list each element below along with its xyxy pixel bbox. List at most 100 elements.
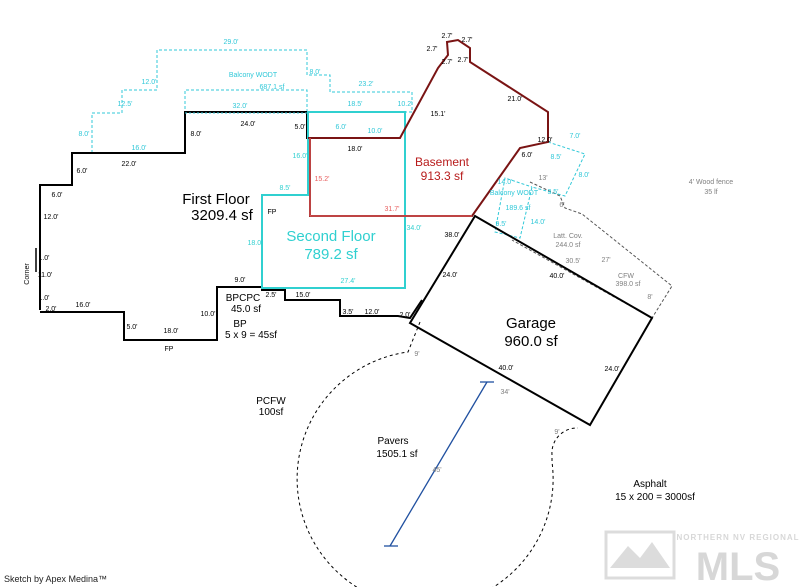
dim-label: 7.0' bbox=[569, 133, 580, 140]
dim-label: 45' bbox=[432, 467, 441, 474]
mls-watermark-main: MLS bbox=[696, 545, 780, 587]
latt-cov-name: Latt. Cov. bbox=[553, 233, 582, 240]
dim-label: 6.0' bbox=[51, 192, 62, 199]
wood-fence-name: 4' Wood fence bbox=[689, 179, 734, 186]
dim-label: 8.0' bbox=[78, 131, 89, 138]
balcony-top-outline bbox=[91, 49, 413, 154]
dim-label: 12.0' bbox=[365, 309, 380, 316]
mountain-icon bbox=[610, 542, 670, 568]
basement-name: Basement bbox=[415, 155, 470, 169]
dim-label: 9' bbox=[414, 351, 419, 358]
dim-label: 6.0' bbox=[76, 168, 87, 175]
dim-label: 5.0' bbox=[126, 324, 137, 331]
bp-area: 5 x 9 = 45sf bbox=[225, 330, 277, 341]
dim-label: 9' bbox=[554, 429, 559, 436]
second-floor-name: Second Floor bbox=[286, 228, 375, 245]
dim-label: 2.5' bbox=[265, 292, 276, 299]
dim-label: 18.0' bbox=[164, 328, 179, 335]
dim-label: 6.0' bbox=[521, 152, 532, 159]
dim-label: 1.0' bbox=[38, 295, 49, 302]
dim-label: 2.7' bbox=[441, 33, 452, 40]
dim-label: 38.0' bbox=[445, 232, 460, 239]
pavers-radius-line bbox=[389, 381, 488, 547]
dim-label: 9.5' bbox=[495, 221, 506, 228]
balcony-right-name: Balcony WODT bbox=[490, 190, 539, 197]
dim-label: 9.0' bbox=[234, 277, 245, 284]
dim-label: 3.5' bbox=[342, 309, 353, 316]
balcony-right-area: 189.6 sf bbox=[506, 205, 531, 212]
first-floor-east-wing bbox=[261, 287, 423, 320]
latt-cov-area: 244.0 sf bbox=[556, 242, 581, 249]
dim-label: 40.0' bbox=[499, 365, 514, 372]
dim-label: 2.0' bbox=[45, 306, 56, 313]
dim-label: 18.0' bbox=[248, 240, 263, 247]
dim-label: 27.4' bbox=[341, 278, 356, 285]
dim-label: 8.5' bbox=[279, 185, 290, 192]
garage-outline bbox=[408, 214, 654, 427]
garage-area: 960.0 sf bbox=[504, 333, 558, 350]
dim-label: 10.2' bbox=[398, 101, 413, 108]
dim-label: 16.0' bbox=[76, 302, 91, 309]
dim-label: 10.0' bbox=[368, 128, 383, 135]
dim-label: 2.7' bbox=[441, 59, 452, 66]
cfw-area: 398.0 sf bbox=[616, 281, 641, 288]
dim-label: 10.0' bbox=[201, 311, 216, 318]
cfw-name: CFW bbox=[618, 273, 634, 280]
dim-label: 2.0' bbox=[399, 312, 410, 319]
pavers-outline bbox=[296, 321, 579, 587]
bpcpc-name: BPCPC bbox=[226, 293, 260, 304]
dim-label: 40.0' bbox=[550, 273, 565, 280]
dim-label: 2.7' bbox=[457, 57, 468, 64]
dim-label: 2.7' bbox=[461, 37, 472, 44]
dim-label: 21.0' bbox=[508, 96, 523, 103]
sketch-credit: Sketch by Apex Medina™ bbox=[4, 574, 108, 584]
pavers-name: Pavers bbox=[377, 436, 408, 447]
dim-label: 1.0' bbox=[38, 255, 49, 262]
dim-label: 15.2' bbox=[315, 176, 330, 183]
dim-label: 29.0' bbox=[224, 39, 239, 46]
dim-label: 8.0' bbox=[309, 69, 320, 76]
first-floor-name: First Floor bbox=[182, 191, 250, 208]
dim-label: 15.0' bbox=[296, 292, 311, 299]
dim-label: 14.0' bbox=[531, 219, 546, 226]
second-floor-area: 789.2 sf bbox=[304, 246, 358, 263]
dim-label: 8' bbox=[647, 294, 652, 301]
basement-outline bbox=[308, 38, 549, 217]
fp-label-bottom: FP bbox=[165, 346, 174, 353]
dim-label: 5.0' bbox=[294, 124, 305, 131]
basement-interior-lines bbox=[309, 138, 472, 217]
dim-label: 8.5' bbox=[550, 154, 561, 161]
dim-label: 11.0' bbox=[38, 272, 52, 279]
dim-label: 18.5' bbox=[348, 101, 363, 108]
dim-label: 12.5' bbox=[118, 101, 133, 108]
basement-area: 913.3 sf bbox=[421, 169, 464, 183]
asphalt-name: Asphalt bbox=[633, 479, 667, 490]
dim-label: 14.0' bbox=[498, 179, 513, 186]
fp-label-top: FP bbox=[268, 209, 277, 216]
second-floor-outline bbox=[261, 111, 406, 289]
dim-label: 12.0' bbox=[538, 137, 553, 144]
mls-logo-box bbox=[604, 530, 676, 580]
dim-label: 32.0' bbox=[233, 103, 248, 110]
dim-label: 8.0' bbox=[190, 131, 201, 138]
balcony-right-outline bbox=[494, 141, 586, 239]
first-floor-area: 3209.4 sf bbox=[191, 207, 254, 224]
dim-label: 16.0' bbox=[132, 145, 147, 152]
dim-label: 23.2' bbox=[359, 81, 374, 88]
dim-label: 31.7' bbox=[385, 206, 400, 213]
dim-label: 6.0' bbox=[335, 124, 346, 131]
dim-label: 15.1' bbox=[431, 111, 446, 118]
balcony-top-name: Balcony WODT bbox=[229, 72, 278, 79]
pcfw-area: 100sf bbox=[259, 407, 284, 418]
mls-watermark: NORTHERN NV REGIONAL MLS bbox=[604, 530, 799, 587]
dim-label: 34.0' bbox=[407, 225, 422, 232]
garage-name: Garage bbox=[506, 315, 556, 332]
dim-label: 24.0' bbox=[241, 121, 256, 128]
asphalt-area: 15 x 200 = 3000sf bbox=[615, 492, 695, 503]
wood-fence-length: 35 lf bbox=[704, 189, 717, 196]
mls-watermark-top: NORTHERN NV REGIONAL bbox=[676, 533, 799, 542]
dim-label: 8.0' bbox=[578, 172, 589, 179]
dim-label: 2.7' bbox=[426, 46, 437, 53]
dim-label: 13' bbox=[538, 175, 547, 182]
